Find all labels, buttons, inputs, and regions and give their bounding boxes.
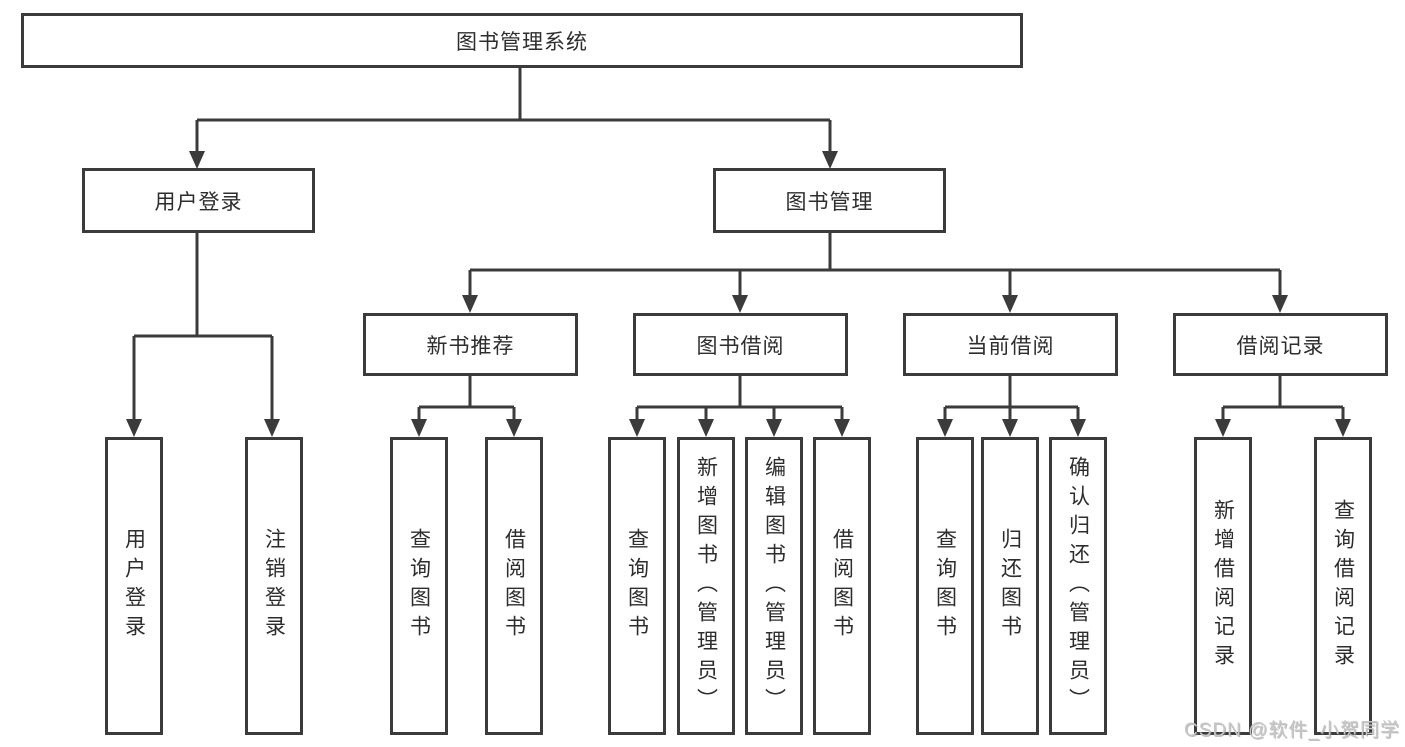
- node-new-book-recommend: 新书推荐: [363, 313, 578, 376]
- node-library-management-system: 图书管理系统: [21, 13, 1023, 68]
- csdn-watermark: CSDN @软件_小贺同学: [1184, 720, 1400, 741]
- node-label: 确认归还（管理员）: [1066, 455, 1090, 717]
- node-label: 新增图书（管理员）: [694, 455, 718, 717]
- node-book-borrowing: 图书借阅: [633, 313, 848, 376]
- node-label: 图书借阅: [696, 334, 785, 358]
- node-label: 用户登录: [154, 190, 243, 214]
- node-book-management: 图书管理: [713, 168, 946, 233]
- leaf-add-borrow-record: 新增借阅记录: [1194, 437, 1252, 735]
- node-label: 当前借阅: [966, 334, 1055, 358]
- leaf-return-books: 归还图书: [981, 437, 1039, 735]
- node-label: 编辑图书（管理员）: [762, 455, 786, 717]
- node-label: 查询图书: [625, 528, 649, 644]
- leaf-logout: 注销登录: [245, 437, 303, 735]
- node-label: 借阅记录: [1236, 334, 1325, 358]
- node-label: 注销登录: [262, 528, 286, 644]
- node-label: 图书管理系统: [456, 30, 588, 54]
- leaf-add-books-admin: 新增图书（管理员）: [677, 437, 735, 735]
- node-label: 归还图书: [998, 528, 1022, 644]
- node-borrowing-records: 借阅记录: [1173, 313, 1388, 376]
- node-user-login: 用户登录: [82, 168, 315, 233]
- leaf-borrow-books-recommend: 借阅图书: [485, 437, 543, 735]
- node-label: 借阅图书: [502, 528, 526, 644]
- node-label: 查询图书: [933, 528, 957, 644]
- node-label: 借阅图书: [830, 528, 854, 644]
- leaf-query-books-current: 查询图书: [916, 437, 974, 735]
- leaf-edit-books-admin: 编辑图书（管理员）: [745, 437, 803, 735]
- node-current-borrowing: 当前借阅: [903, 313, 1118, 376]
- node-label: 新书推荐: [426, 334, 515, 358]
- leaf-borrow-books: 借阅图书: [813, 437, 871, 735]
- leaf-query-books-recommend: 查询图书: [390, 437, 448, 735]
- leaf-query-books-borrow: 查询图书: [608, 437, 666, 735]
- node-label: 新增借阅记录: [1211, 499, 1235, 673]
- leaf-confirm-return-admin: 确认归还（管理员）: [1049, 437, 1107, 735]
- leaf-user-login: 用户登录: [105, 437, 163, 735]
- leaf-query-borrow-record: 查询借阅记录: [1314, 437, 1372, 735]
- node-label: 图书管理: [785, 190, 874, 214]
- node-label: 查询图书: [407, 528, 431, 644]
- node-label: 查询借阅记录: [1331, 499, 1355, 673]
- node-label: 用户登录: [122, 528, 146, 644]
